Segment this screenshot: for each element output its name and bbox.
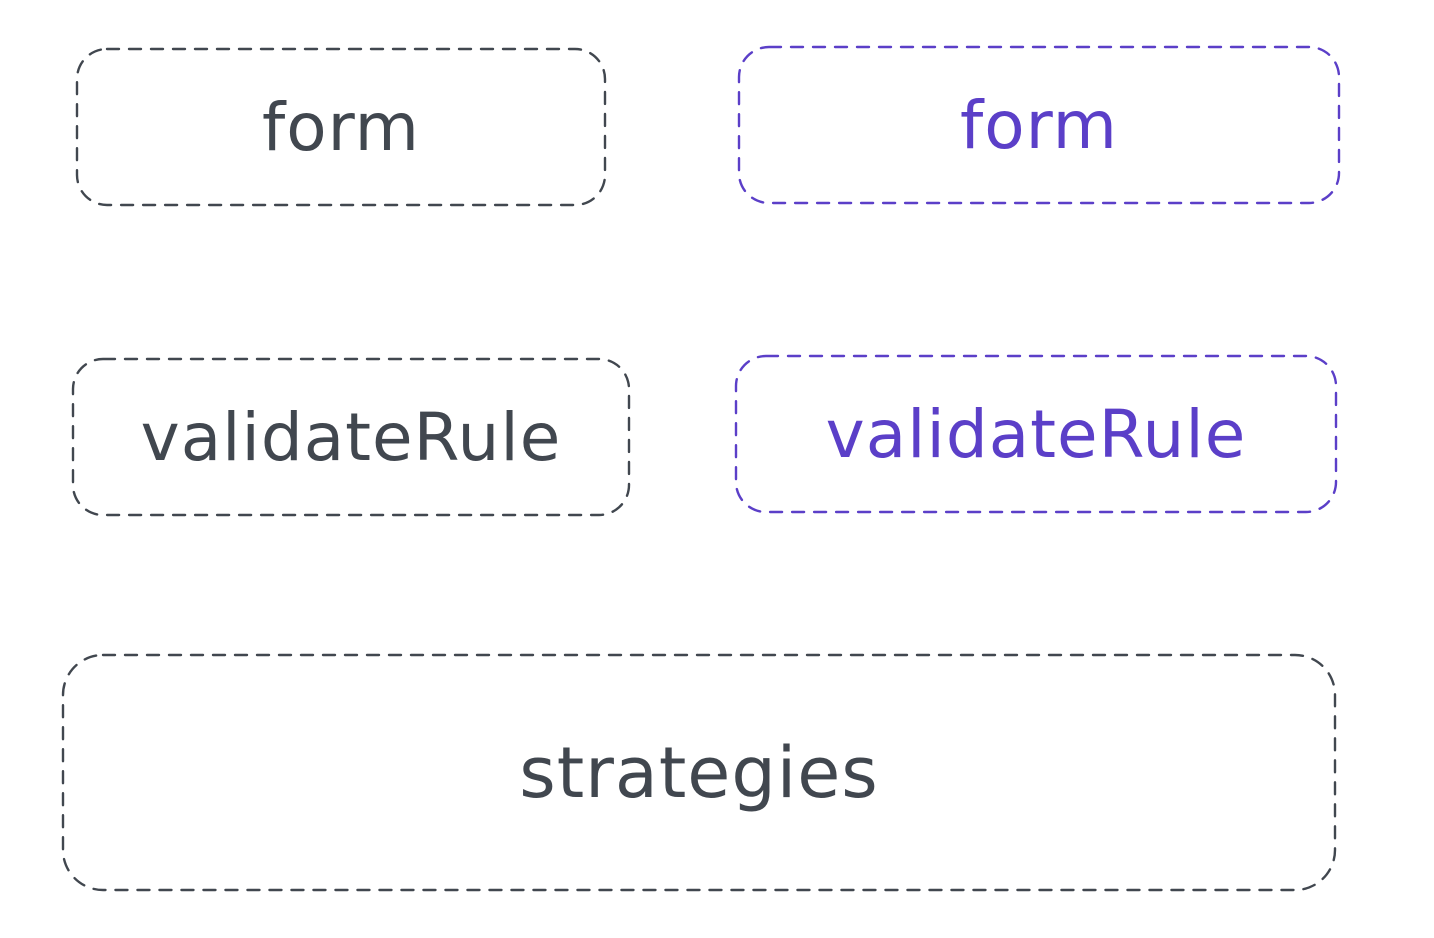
form-box-gray-label: form: [262, 88, 420, 166]
form-box-gray-border: [75, 47, 607, 207]
form-box-purple-border: [737, 45, 1341, 205]
strategies-box-gray: strategies: [61, 653, 1337, 892]
form-box-purple-label: form: [960, 86, 1118, 164]
strategies-box-gray-label: strategies: [519, 731, 879, 814]
validaterule-box-purple-label: validateRule: [825, 395, 1247, 473]
validaterule-box-gray-label: validateRule: [140, 398, 562, 476]
validaterule-box-purple-border: [734, 354, 1338, 514]
validaterule-box-purple: validateRule: [734, 354, 1338, 514]
form-box-gray: form: [75, 47, 607, 207]
form-box-purple: form: [737, 45, 1341, 205]
validaterule-box-gray: validateRule: [71, 357, 631, 517]
strategies-box-gray-border: [61, 653, 1337, 892]
validaterule-box-gray-border: [71, 357, 631, 517]
